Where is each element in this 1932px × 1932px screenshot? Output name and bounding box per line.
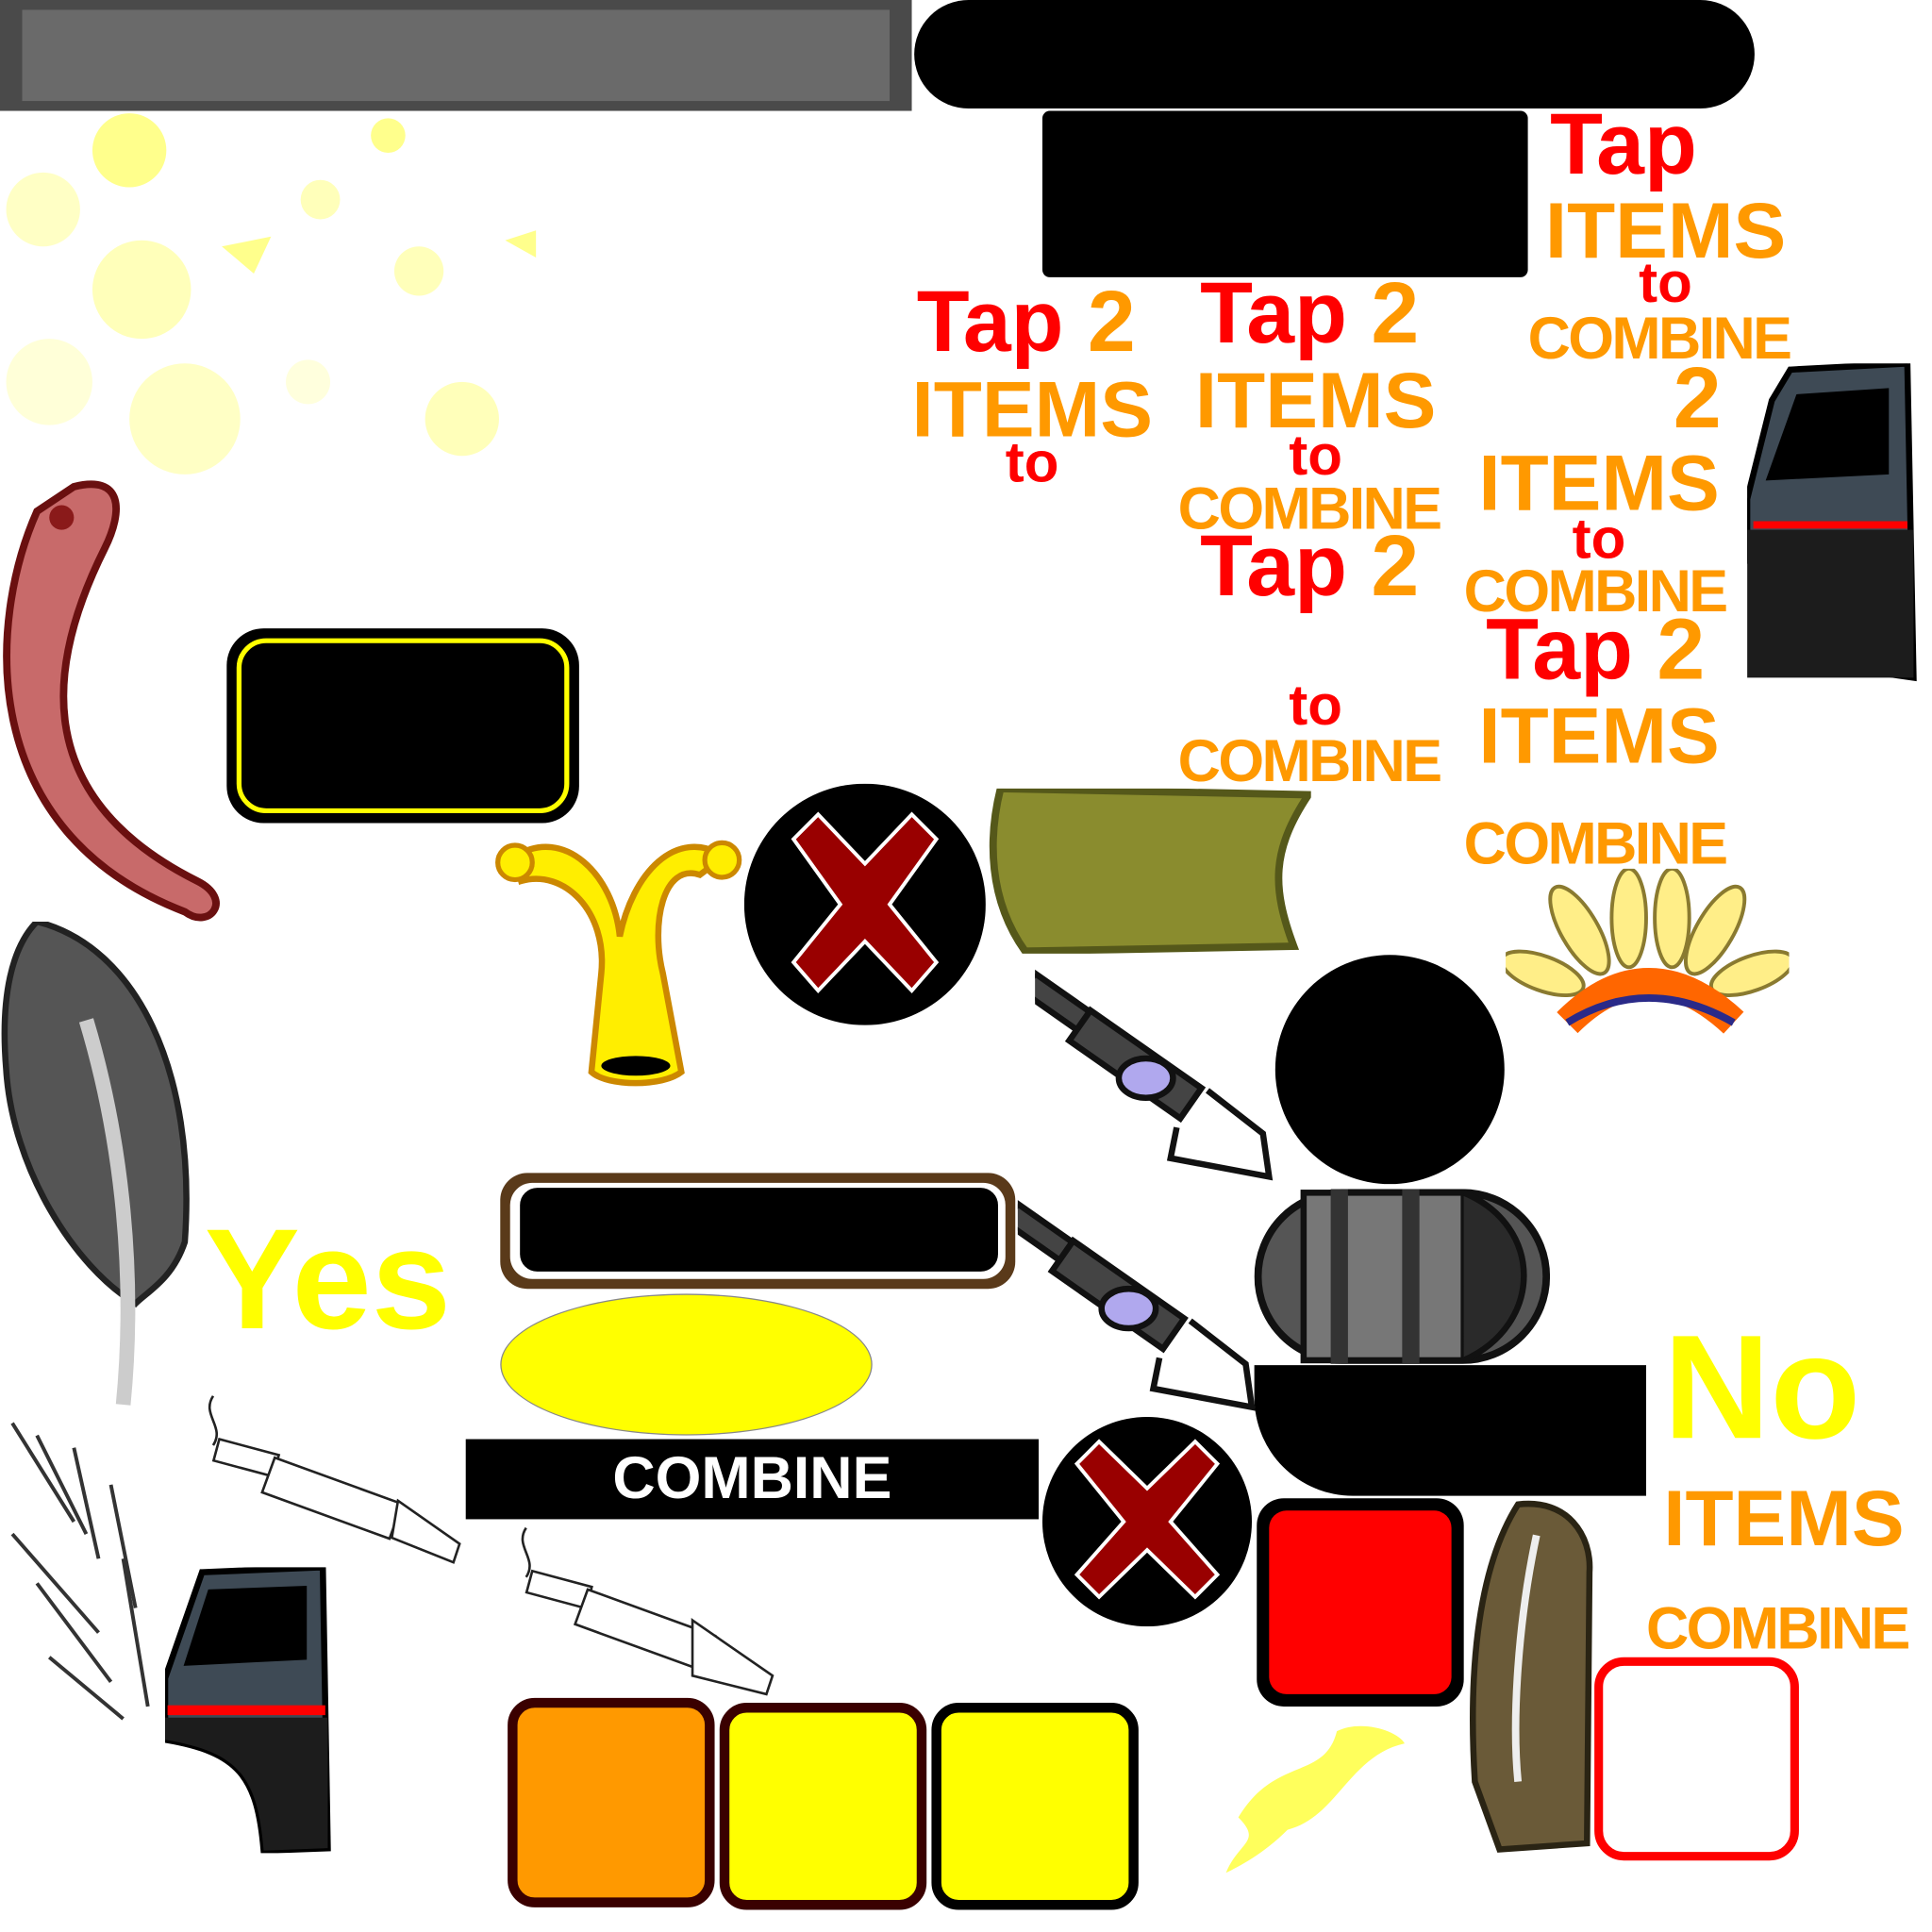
- feather-headdress-icon: [1506, 868, 1790, 1034]
- feather-sketch-icon: [10, 1422, 150, 1721]
- yellow-flame-particle: [1225, 1725, 1405, 1874]
- yellow-slot: [719, 1703, 927, 1910]
- orange-slot: [508, 1697, 715, 1907]
- car-door-icon: [1747, 363, 1917, 682]
- close-x-icon[interactable]: [1041, 1417, 1253, 1627]
- olive-banner: [989, 788, 1311, 954]
- combine-label: COMBINE: [1177, 476, 1442, 542]
- combine-button-label: COMBINE: [612, 1445, 892, 1511]
- combine-label: COMBINE: [1527, 307, 1792, 373]
- items-label: ITEMS: [1478, 438, 1720, 528]
- black-dialog-panel: [226, 628, 579, 824]
- to-label: to: [1572, 506, 1626, 571]
- black-circle: [1274, 955, 1505, 1185]
- brown-framed-bar: [500, 1173, 1016, 1290]
- items-label: ITEMS: [1544, 186, 1787, 275]
- gray-feather-icon: [1, 921, 190, 1406]
- no-label: No: [1663, 1305, 1861, 1471]
- tap-2-label: Tap 2: [1200, 517, 1420, 614]
- flamethrower-outline-icon: [521, 1526, 774, 1696]
- flamethrower-nozzle-icon: [1017, 1199, 1256, 1411]
- empty-selection-slot: [1594, 1657, 1799, 1861]
- combine-button[interactable]: COMBINE: [465, 1439, 1040, 1520]
- to-label: to: [1289, 422, 1342, 487]
- tap-2-label: Tap 2: [916, 273, 1136, 370]
- items-label: ITEMS: [1194, 356, 1437, 445]
- black-pill-panel: [914, 0, 1755, 108]
- fuel-barrel-icon: [1254, 1189, 1551, 1364]
- tap-label: Tap: [1550, 95, 1697, 192]
- flamethrower-outline-icon: [208, 1395, 461, 1564]
- yellow-ellipse: [500, 1293, 873, 1436]
- flamethrower-nozzle-icon: [1035, 969, 1274, 1181]
- close-x-icon[interactable]: [743, 783, 986, 1025]
- black-panel: [1041, 110, 1528, 277]
- jester-hat-icon: [495, 840, 742, 1087]
- to-label: to: [1289, 673, 1342, 738]
- combine-label: COMBINE: [1177, 729, 1442, 795]
- items-label: ITEMS: [1663, 1474, 1905, 1563]
- tap-2-label: Tap 2: [1486, 601, 1706, 698]
- combine-label: COMBINE: [1645, 1596, 1910, 1662]
- brown-coat-icon: [1470, 1500, 1593, 1853]
- items-label: ITEMS: [1478, 691, 1720, 780]
- yellow-swirl-particles: [6, 113, 537, 475]
- yes-label: Yes: [204, 1198, 452, 1359]
- yellow-slot: [931, 1703, 1139, 1910]
- black-tab-panel: [1254, 1365, 1646, 1496]
- red-slot: [1257, 1498, 1464, 1707]
- combine-label: COMBINE: [1463, 558, 1728, 625]
- two-label: 2: [1673, 349, 1722, 446]
- to-label: to: [1005, 429, 1059, 494]
- gray-progress-bar: [0, 0, 912, 111]
- to-label: to: [1639, 250, 1692, 315]
- car-door-icon: [165, 1567, 331, 1854]
- combine-label: COMBINE: [1463, 811, 1728, 877]
- items-label: ITEMS: [911, 364, 1153, 454]
- red-horn-icon: [3, 480, 220, 922]
- tap-2-label: Tap 2: [1200, 264, 1420, 361]
